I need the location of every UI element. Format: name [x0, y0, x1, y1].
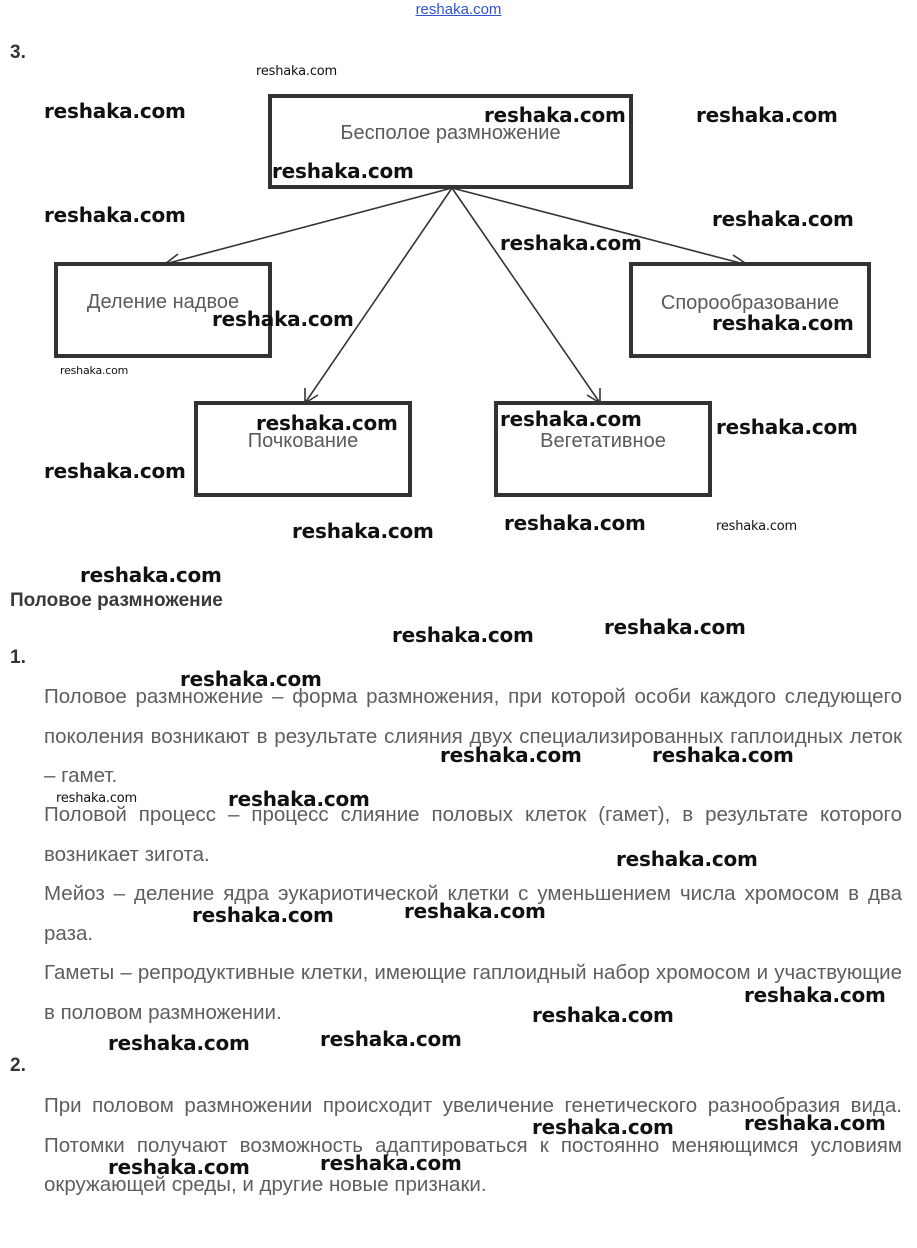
watermark: reshaka.com: [212, 307, 354, 331]
watermark: reshaka.com: [440, 743, 582, 767]
watermark: reshaka.com: [532, 1003, 674, 1027]
watermark: reshaka.com: [256, 64, 337, 79]
watermark: reshaka.com: [44, 203, 186, 227]
box-vegetative-label: Вегетативное: [540, 429, 666, 452]
watermark: reshaka.com: [392, 623, 534, 647]
section-title: Половое размножение: [10, 590, 223, 611]
box-budding-label: Почкование: [247, 429, 359, 452]
question-number-1: 1.: [10, 647, 26, 668]
watermark: reshaka.com: [80, 563, 222, 587]
answer-genetic-diversity: При половом размножении происходит увели…: [44, 1094, 902, 1196]
watermark: reshaka.com: [292, 519, 434, 543]
box-sporulation-label: Спорообразование: [660, 291, 840, 314]
arrow-to-spores: [451, 187, 749, 266]
box-sporulation: Спорообразование: [629, 262, 871, 358]
watermark: reshaka.com: [108, 1031, 250, 1055]
arrow-to-budding: [304, 187, 453, 404]
arrow-to-division: [164, 187, 453, 265]
definition-meiosis: Мейоз – деление ядра эукариотической кле…: [44, 882, 902, 945]
watermark: reshaka.com: [192, 903, 334, 927]
site-header-link[interactable]: reshaka.com: [415, 1, 502, 18]
watermark: reshaka.com: [484, 103, 626, 127]
arrow-to-vegetative: [451, 187, 601, 404]
watermark: reshaka.com: [44, 459, 186, 483]
watermark: reshaka.com: [272, 159, 414, 183]
box-binary-fission: Деление надвое: [54, 262, 272, 358]
watermark: reshaka.com: [228, 787, 370, 811]
box-vegetative: Вегетативное: [494, 401, 712, 497]
watermark: reshaka.com: [744, 1111, 886, 1135]
watermark: reshaka.com: [712, 207, 854, 231]
watermark: reshaka.com: [500, 231, 642, 255]
watermark: reshaka.com: [652, 743, 794, 767]
watermark: reshaka.com: [500, 407, 642, 431]
watermark: reshaka.com: [616, 847, 758, 871]
watermark: reshaka.com: [696, 103, 838, 127]
box-binary-fission-label: Деление надвое: [86, 290, 240, 313]
question-number-3: 3.: [10, 42, 26, 63]
watermark: reshaka.com: [604, 615, 746, 639]
question-number-2: 2.: [10, 1055, 26, 1076]
box-asexual-reproduction: Бесполое размножение: [268, 94, 633, 189]
box-asexual-reproduction-label: Бесполое размножение: [340, 122, 561, 144]
watermark: reshaka.com: [532, 1115, 674, 1139]
watermark: reshaka.com: [712, 311, 854, 335]
watermark: reshaka.com: [744, 983, 886, 1007]
definition-sexual-process: Половой процесс – процесс слияние половы…: [44, 803, 902, 866]
watermark: reshaka.com: [716, 519, 797, 534]
watermark: reshaka.com: [60, 364, 129, 377]
watermark: reshaka.com: [180, 667, 322, 691]
watermark: reshaka.com: [504, 511, 646, 535]
watermark: reshaka.com: [320, 1027, 462, 1051]
watermark: reshaka.com: [44, 99, 186, 123]
box-budding: Почкование: [194, 401, 412, 497]
watermark: reshaka.com: [56, 791, 137, 806]
watermark: reshaka.com: [716, 415, 858, 439]
watermark: reshaka.com: [256, 411, 398, 435]
definition-sexual-reproduction: Половое размножение – форма размножения,…: [44, 685, 902, 787]
definition-gametes: Гаметы – репродуктивные клетки, имеющие …: [44, 961, 902, 1024]
watermark: reshaka.com: [404, 899, 546, 923]
watermark: reshaka.com: [320, 1151, 462, 1175]
watermark: reshaka.com: [108, 1155, 250, 1179]
